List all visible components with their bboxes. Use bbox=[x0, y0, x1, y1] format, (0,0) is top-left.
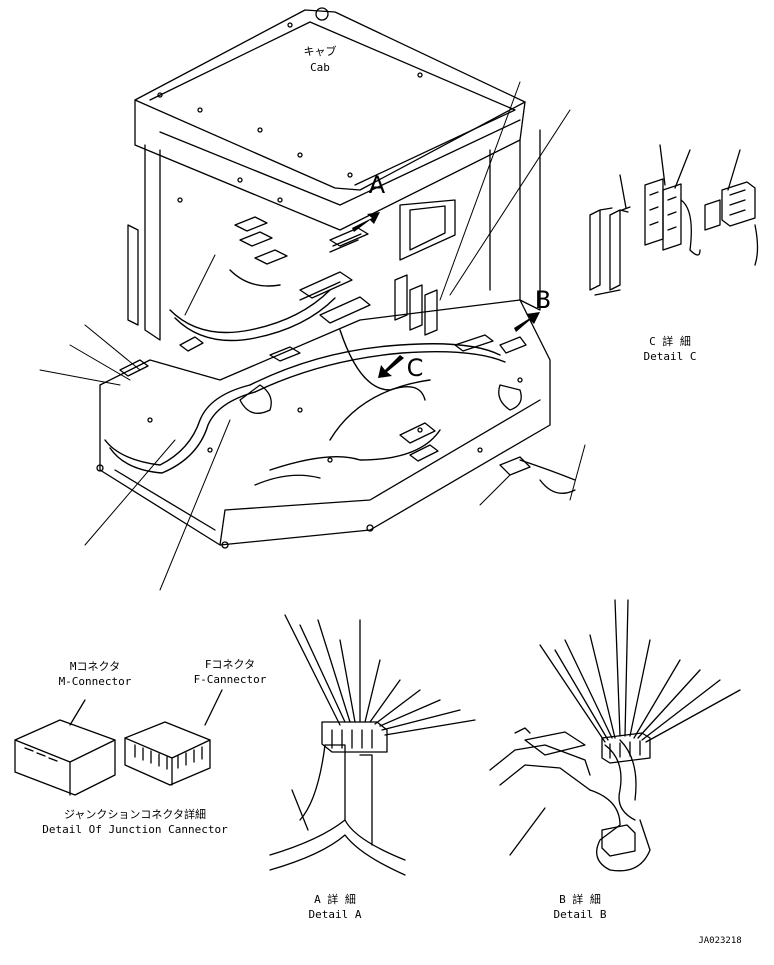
junction-connector-drawing bbox=[14, 689, 223, 796]
junction-detail-label-en: Detail Of Junction Cannector bbox=[42, 823, 228, 836]
m-connector-label-en: M-Connector bbox=[58, 675, 132, 688]
view-arrow-a bbox=[352, 212, 380, 232]
m-connector-label-jp: Mコネクタ bbox=[69, 660, 121, 673]
m-connector bbox=[14, 719, 116, 796]
detail-a-label-en: Detail A bbox=[308, 908, 362, 921]
detail-c-drawing bbox=[589, 144, 759, 296]
f-connector-label-en: F-Cannector bbox=[193, 673, 267, 686]
view-label-a: A bbox=[368, 171, 386, 199]
detail-a-drawing bbox=[269, 614, 476, 876]
detail-b-drawing bbox=[489, 599, 741, 872]
cab-connectors bbox=[119, 216, 576, 494]
detail-a-label-jp: A 詳 細 bbox=[314, 893, 356, 906]
junction-detail-label-jp: ジャンクションコネクタ詳細 bbox=[63, 808, 206, 821]
leader-lines bbox=[39, 81, 586, 591]
detail-b-label-jp: B 詳 細 bbox=[559, 893, 601, 906]
detail-c-label-jp: C 詳 細 bbox=[649, 335, 691, 348]
view-arrows bbox=[352, 212, 540, 378]
detail-b-label-en: Detail B bbox=[553, 908, 607, 921]
main-harness bbox=[104, 269, 506, 474]
drawing-number: JA023218 bbox=[698, 936, 742, 946]
view-label-c: C bbox=[406, 354, 424, 382]
view-arrow-b bbox=[514, 312, 540, 332]
cab-illustration bbox=[96, 7, 551, 549]
detail-c-label-en: Detail C bbox=[643, 350, 697, 363]
cab-label-en: Cab bbox=[310, 61, 330, 74]
view-arrow-c bbox=[378, 355, 404, 378]
f-connector bbox=[124, 721, 211, 786]
view-label-b: B bbox=[534, 286, 552, 314]
f-connector-label-jp: Fコネクタ bbox=[204, 658, 256, 671]
cab-label-jp: キャブ bbox=[303, 45, 337, 58]
